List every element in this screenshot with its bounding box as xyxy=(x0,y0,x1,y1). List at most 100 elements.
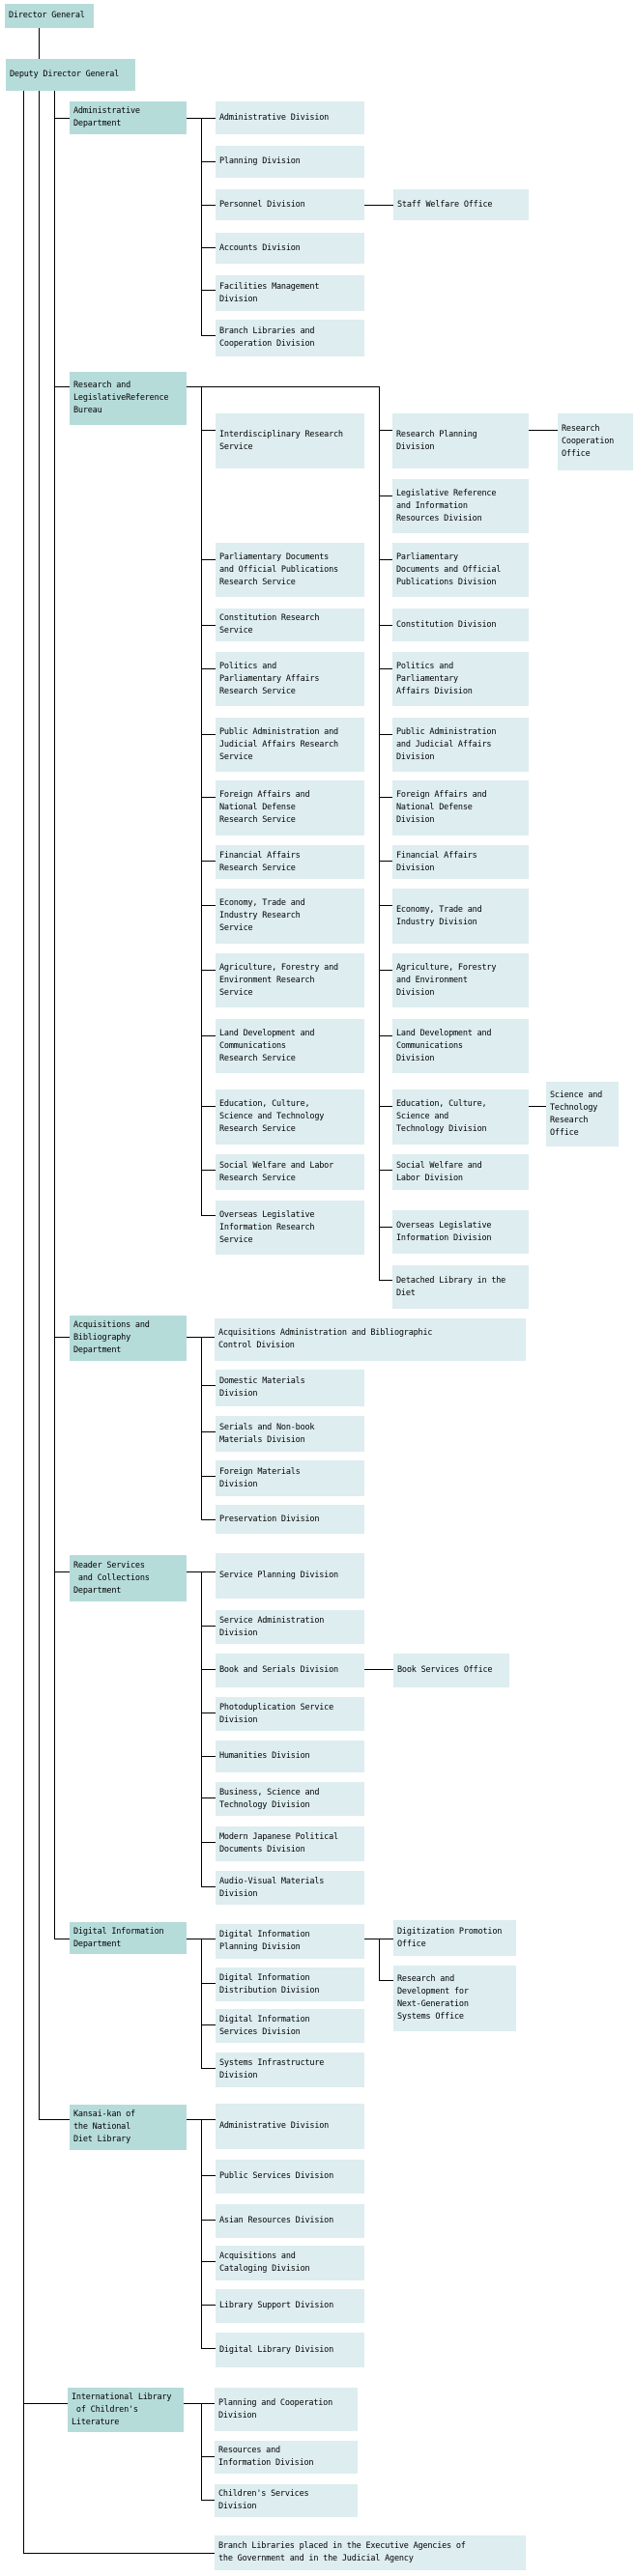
connector-line xyxy=(379,1035,392,1036)
connector-line xyxy=(201,1983,216,1984)
constitution-division-box: Constitution Division xyxy=(392,609,529,641)
land-development-communications-research-service-box: Land Development and Communications Rese… xyxy=(216,1019,364,1073)
connector-line xyxy=(379,1106,392,1107)
politics-parliamentary-affairs-research-service-box: Politics and Parliamentary Affairs Resea… xyxy=(216,652,364,706)
connector-line xyxy=(379,861,392,862)
branch-libraries-cooperation-division-box: Branch Libraries and Cooperation Divisio… xyxy=(216,320,364,356)
connector-line xyxy=(23,2553,215,2554)
land-development-communications-division-box: Land Development and Communications Divi… xyxy=(392,1019,529,1073)
connector-line xyxy=(201,1756,216,1757)
deputy-director-general-box: Deputy Director General xyxy=(6,59,135,91)
constitution-research-service-box: Constitution Research Service xyxy=(216,609,364,641)
connector-line xyxy=(379,668,392,669)
connector-line xyxy=(187,386,379,387)
connector-line xyxy=(201,797,216,798)
book-serials-division-box: Book and Serials Division xyxy=(216,1654,364,1687)
library-support-division-box: Library Support Division xyxy=(216,2289,364,2323)
modern-japanese-political-documents-division-box: Modern Japanese Political Documents Divi… xyxy=(216,1826,364,1861)
connector-line xyxy=(201,1170,216,1171)
parliamentary-documents-division-box: Parliamentary Documents and Official Pub… xyxy=(392,543,529,597)
connector-line xyxy=(379,797,392,798)
service-planning-division-box: Service Planning Division xyxy=(216,1553,364,1599)
connector-line xyxy=(201,1035,216,1036)
connector-line xyxy=(201,386,202,1215)
connector-line xyxy=(379,386,380,1280)
kansai-kan-box: Kansai-kan of the National Diet Library xyxy=(70,2105,187,2150)
digitization-promotion-office-box: Digitization Promotion Office xyxy=(393,1920,516,1956)
connector-line xyxy=(201,1431,216,1432)
connector-line xyxy=(379,1980,393,1981)
connector-line xyxy=(54,118,70,119)
science-technology-research-office-box: Science and Technology Research Office xyxy=(546,1082,619,1146)
connector-line xyxy=(379,905,392,906)
social-welfare-labor-research-service-box: Social Welfare and Labor Research Servic… xyxy=(216,1154,364,1190)
connector-line xyxy=(201,2500,215,2501)
agriculture-forestry-environment-research-service-box: Agriculture, Forestry and Environment Re… xyxy=(216,953,364,1007)
research-development-next-generation-systems-office-box: Research and Development for Next-Genera… xyxy=(393,1966,516,2031)
research-cooperation-office-box: Research Cooperation Office xyxy=(558,413,633,470)
connector-line xyxy=(529,1106,546,1107)
connector-line xyxy=(201,2220,216,2221)
connector-line xyxy=(201,2024,216,2025)
connector-line xyxy=(201,1519,216,1520)
digital-information-services-division-box: Digital Information Services Division xyxy=(216,2009,364,2043)
connector-line xyxy=(201,2403,202,2501)
connector-line xyxy=(23,2403,68,2404)
parliamentary-documents-research-service-box: Parliamentary Documents and Official Pub… xyxy=(216,543,364,597)
acquisitions-bibliography-department-box: Acquisitions and Bibliography Department xyxy=(70,1316,187,1361)
economy-trade-industry-division-box: Economy, Trade and Industry Division xyxy=(392,889,529,944)
detached-library-in-the-diet-box: Detached Library in the Diet xyxy=(392,1265,529,1309)
connector-line xyxy=(201,1886,216,1887)
kansai-administrative-division-box: Administrative Division xyxy=(216,2104,364,2149)
connector-line xyxy=(201,2175,216,2176)
connector-line xyxy=(201,1626,216,1627)
connector-line xyxy=(379,1170,392,1171)
connector-line xyxy=(201,2305,216,2306)
connector-line xyxy=(201,861,216,862)
connector-line xyxy=(54,1571,70,1572)
connector-line xyxy=(201,290,216,291)
preservation-division-box: Preservation Division xyxy=(216,1505,364,1534)
audio-visual-materials-division-box: Audio-Visual Materials Division xyxy=(216,1871,364,1905)
staff-welfare-office-box: Staff Welfare Office xyxy=(393,189,529,220)
branch-libraries-executive-agencies-box: Branch Libraries placed in the Executive… xyxy=(215,2535,526,2570)
economy-trade-industry-research-service-box: Economy, Trade and Industry Research Ser… xyxy=(216,889,364,944)
connector-line xyxy=(364,1669,393,1670)
research-planning-division-box: Research Planning Division xyxy=(392,413,529,468)
connector-line xyxy=(379,1939,380,1981)
public-services-division-box: Public Services Division xyxy=(216,2160,364,2194)
accounts-division-box: Accounts Division xyxy=(216,233,364,264)
connector-line xyxy=(201,1939,202,2069)
connector-line xyxy=(201,2119,202,2349)
serials-nonbook-materials-division-box: Serials and Non-book Materials Division xyxy=(216,1416,364,1452)
digital-library-division-box: Digital Library Division xyxy=(216,2333,364,2367)
connector-line xyxy=(529,430,558,431)
systems-infrastructure-division-box: Systems Infrastructure Division xyxy=(216,2052,364,2087)
service-administration-division-box: Service Administration Division xyxy=(216,1610,364,1644)
public-administration-judicial-affairs-research-service-box: Public Administration and Judicial Affai… xyxy=(216,718,364,772)
acquisitions-administration-bibliographic-control-division-box: Acquisitions Administration and Bibliogr… xyxy=(215,1318,526,1361)
reader-services-collections-department-box: Reader Services and Collections Departme… xyxy=(70,1555,187,1601)
connector-line xyxy=(201,625,216,626)
connector-line xyxy=(201,1842,216,1843)
digital-information-distribution-division-box: Digital Information Distribution Divisio… xyxy=(216,1967,364,2001)
humanities-division-box: Humanities Division xyxy=(216,1741,364,1772)
connector-line xyxy=(201,1215,216,1216)
planning-cooperation-division-box: Planning and Cooperation Division xyxy=(215,2388,358,2431)
research-legislative-reference-bureau-box: Research and LegislativeReference Bureau xyxy=(70,372,187,425)
foreign-materials-division-box: Foreign Materials Division xyxy=(216,1460,364,1496)
connector-line xyxy=(201,2456,215,2457)
overseas-legislative-information-division-box: Overseas Legislative Information Divisio… xyxy=(392,1210,529,1254)
connector-line xyxy=(39,91,40,2119)
connector-line xyxy=(379,625,392,626)
connector-line xyxy=(201,559,216,560)
overseas-legislative-information-research-service-box: Overseas Legislative Information Researc… xyxy=(216,1201,364,1255)
connector-line xyxy=(201,247,216,248)
connector-line xyxy=(201,734,216,735)
administrative-division-box: Administrative Division xyxy=(216,101,364,134)
facilities-management-division-box: Facilities Management Division xyxy=(216,275,364,311)
connector-line xyxy=(201,970,216,971)
legislative-reference-information-resources-division-box: Legislative Reference and Information Re… xyxy=(392,479,529,533)
connector-line xyxy=(379,430,392,431)
